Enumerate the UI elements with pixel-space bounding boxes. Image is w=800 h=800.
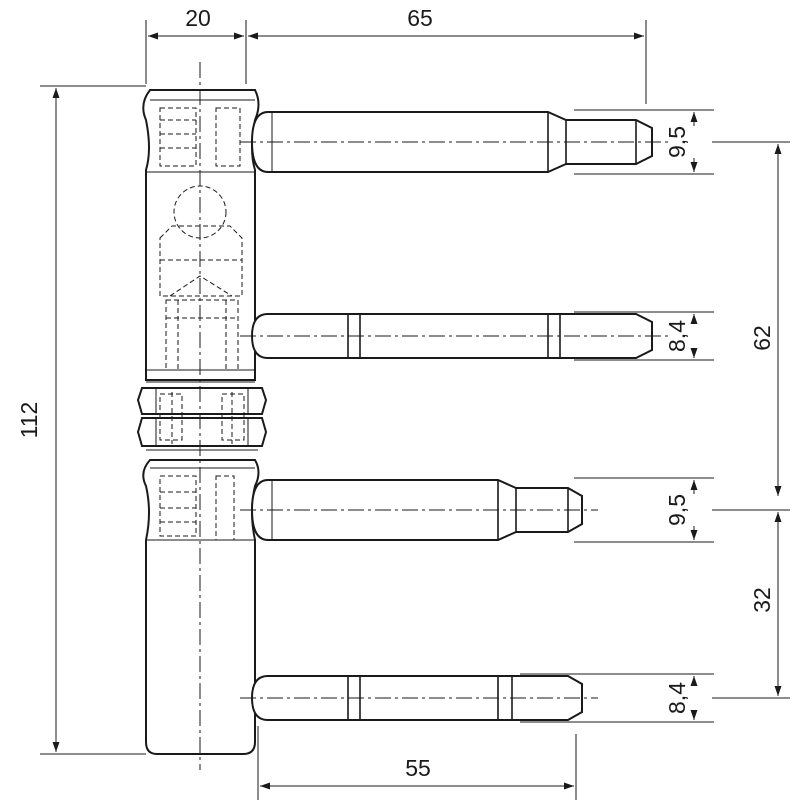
hidden-features — [159, 107, 243, 541]
dim-overall-height: 112 — [16, 85, 146, 755]
dim-pin-2-diameter: 8,4 — [574, 311, 714, 361]
dim-top-barrel-width: 20 — [145, 5, 247, 84]
dim-label-20: 20 — [185, 5, 211, 31]
dim-label-9-5-pin3: 9,5 — [664, 494, 690, 526]
adjustment-nut — [136, 387, 268, 451]
pin-4 — [240, 675, 598, 721]
lower-barrel — [142, 459, 260, 755]
dim-pin-4-diameter: 8,4 — [520, 673, 714, 723]
dim-label-8-4-pin2: 8,4 — [664, 320, 690, 352]
dim-label-9-5-pin1: 9,5 — [664, 126, 690, 158]
upper-barrel — [142, 89, 260, 381]
dim-label-62: 62 — [749, 325, 775, 351]
dim-pin-1-diameter: 9,5 — [574, 109, 714, 175]
pin-2 — [240, 313, 668, 359]
hinge-body — [136, 62, 268, 770]
dim-pin-3-diameter: 9,5 — [574, 477, 714, 543]
dim-label-112: 112 — [16, 402, 42, 439]
dim-top-pin-length: 65 — [248, 5, 647, 104]
dim-label-8-4-pin4: 8,4 — [664, 682, 690, 714]
dim-spacing-lower: 32 — [712, 512, 790, 699]
dim-bottom-pin-length: 55 — [257, 726, 577, 800]
pin-1 — [240, 111, 668, 173]
dim-label-32: 32 — [749, 587, 775, 613]
dim-spacing-upper: 62 — [712, 141, 790, 511]
pin-3 — [240, 479, 598, 541]
dim-label-65: 65 — [407, 5, 433, 31]
dim-label-55: 55 — [405, 755, 431, 781]
